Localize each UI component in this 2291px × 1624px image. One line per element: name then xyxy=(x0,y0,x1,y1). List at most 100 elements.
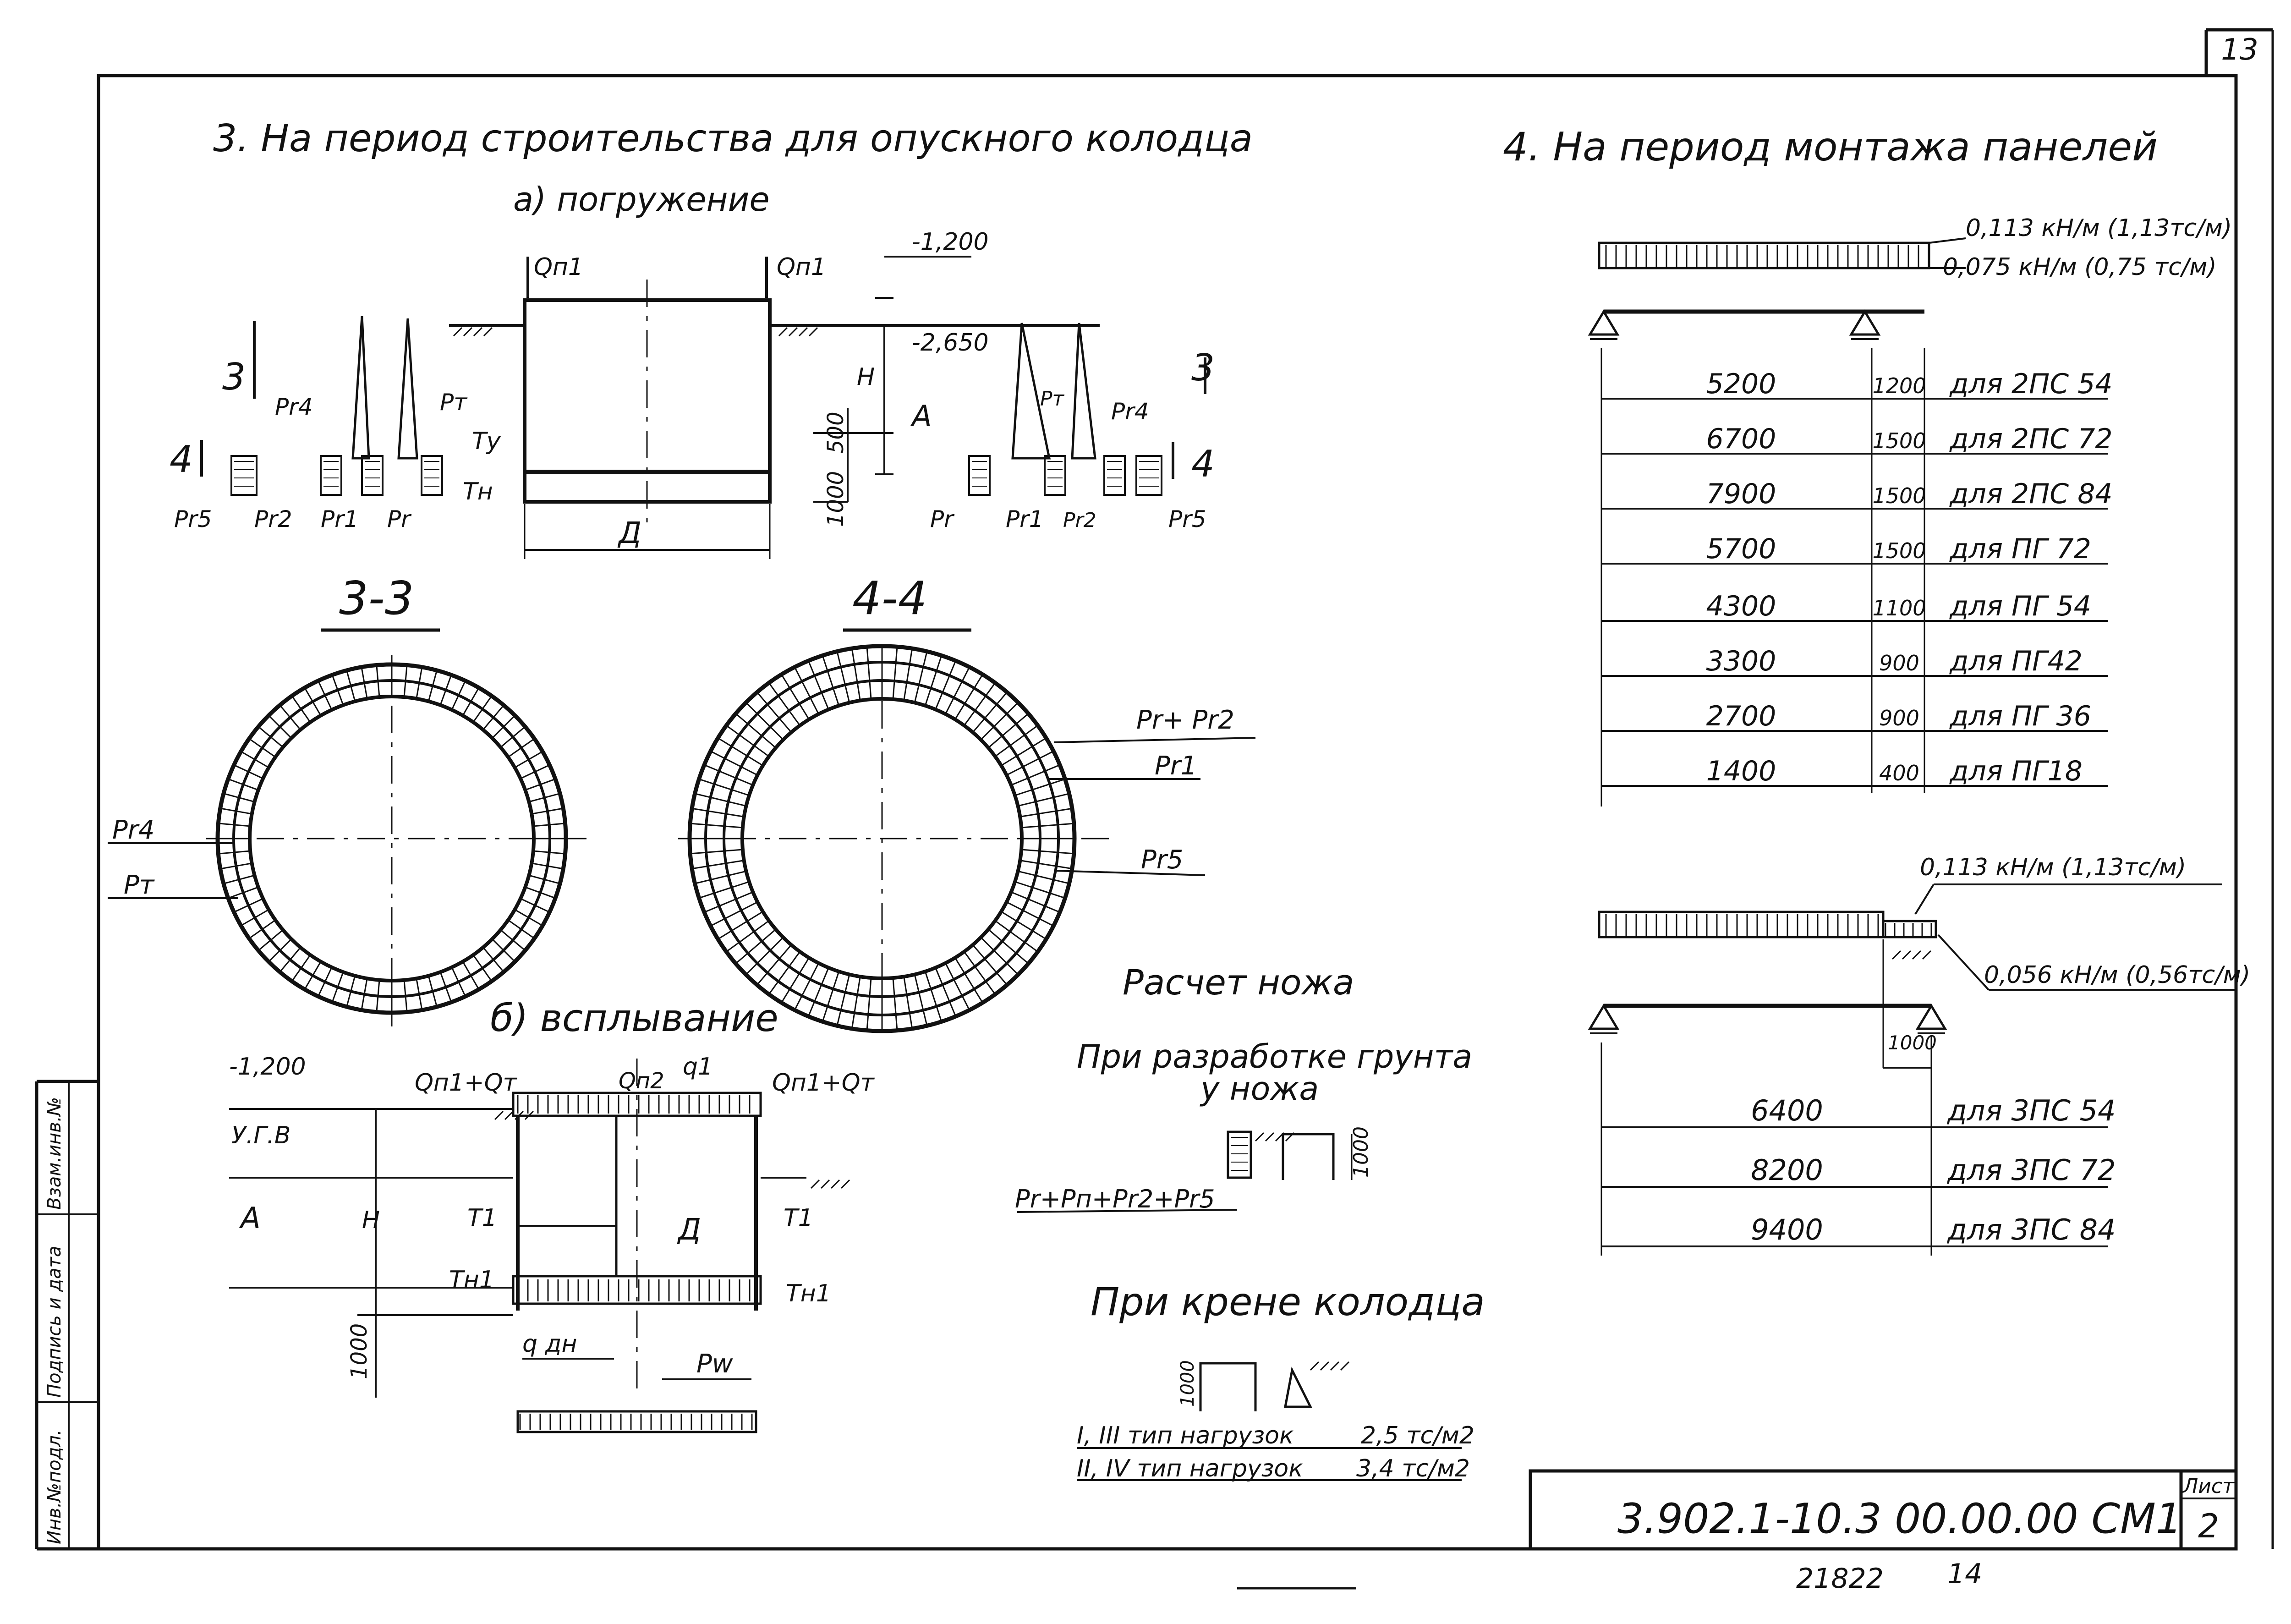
page-number: 13 xyxy=(2221,33,2258,67)
label-500: 500 xyxy=(823,411,849,454)
label-rr5-right: Рr5 xyxy=(1168,506,1206,532)
row-cant: 400 xyxy=(1879,761,1919,785)
floating-labels: -1,200 У.Г.В А Н 1000 Qп1+Qт Qп2 q1 Qп1+… xyxy=(229,1053,875,1379)
cut-3-3-title: 3-3 xyxy=(339,571,414,625)
knife-title: Расчет ножа xyxy=(1123,962,1354,1003)
label-4-4-rr1: Рr1 xyxy=(1155,751,1197,781)
row-for: для ПГ42 xyxy=(1949,645,2083,677)
row-cant: 1200 xyxy=(1872,373,1926,398)
label-rr5-left: Рr5 xyxy=(174,506,212,532)
row-length: 4300 xyxy=(1706,590,1776,622)
label-4-4-rr-rr2: Рr+ Рr2 xyxy=(1136,705,1234,735)
section4-title: 4. На период монтажа панелей xyxy=(1503,124,2158,170)
label-3-3-rt: Рт xyxy=(124,870,155,900)
label-1000: 1000 xyxy=(823,471,849,527)
label-qn1-right: Qп1 xyxy=(777,253,826,281)
label-b-d: Д xyxy=(677,1213,701,1247)
bottom-note-a: 21822 xyxy=(1796,1563,1884,1595)
label-cut4-left: 4 xyxy=(170,438,193,481)
label-b-ugv: У.Г.В xyxy=(231,1122,290,1149)
row-length: 7900 xyxy=(1706,478,1776,510)
label-cut3-left: 3 xyxy=(222,356,246,398)
table-row: 3300 900 для ПГ42 xyxy=(1601,645,2108,677)
bottom-cant: 1000 xyxy=(1888,1031,1937,1054)
bottom-note-b: 14 xyxy=(1947,1558,1982,1590)
label-b-qn1qt-right: Qп1+Qт xyxy=(772,1069,875,1097)
table-row: 9400 для 3ПС 84 xyxy=(1601,1213,2116,1247)
tilt-row1-label: I, III тип нагрузок xyxy=(1077,1422,1294,1449)
table-row: 6400 для 3ПС 54 xyxy=(1601,1094,2116,1128)
label-b-qdn: q дн xyxy=(522,1330,577,1358)
label-rt-left: Рт xyxy=(440,389,468,416)
label-m2650: -2,650 xyxy=(912,329,989,357)
tilt-row2-label: II, IV тип нагрузок xyxy=(1077,1455,1303,1482)
floating-elevation xyxy=(229,1059,806,1433)
row-for: для ПГ 36 xyxy=(1949,700,2091,732)
label-b-1000: 1000 xyxy=(346,1323,372,1379)
row-cant: 1100 xyxy=(1872,596,1926,620)
table-row: 1400 400 для ПГ18 xyxy=(1601,755,2108,787)
label-rr1-left: Рr1 xyxy=(321,506,359,532)
label-b-h: Н xyxy=(362,1207,380,1234)
row-for: для ПГ18 xyxy=(1949,755,2083,787)
row-for: для 2ПС 54 xyxy=(1949,368,2113,400)
row-for: для 2ПС 72 xyxy=(1949,423,2113,455)
table-row: 5200 1200 для 2ПС 54 xyxy=(1601,368,2113,400)
label-rr-right: Рr xyxy=(930,506,955,532)
table-row: 8200 для 3ПС 72 xyxy=(1601,1153,2116,1188)
row-length: 3300 xyxy=(1706,645,1776,677)
table-row: 4300 1100 для ПГ 54 xyxy=(1601,590,2108,622)
row-length: 5700 xyxy=(1706,533,1776,565)
sheet-frame xyxy=(35,28,2274,1590)
label-rr2-left: Рr2 xyxy=(254,506,292,532)
label-rt-right: Рт xyxy=(1040,387,1065,411)
bottom-load-1: 0,113 кН/м (1,13тс/м) xyxy=(1920,854,2186,881)
row-cant: 1500 xyxy=(1872,538,1926,563)
knife-formula: Рr+Рп+Рr2+Рr5 xyxy=(1015,1185,1215,1213)
label-qn1-left: Qп1 xyxy=(534,253,583,281)
sinking-labels: Qп1 Qп1 -1,200 -2,650 А Н 500 1000 Д Ту … xyxy=(170,228,1215,550)
label-rr-left: Рr xyxy=(387,506,412,532)
row-for: для 3ПС 54 xyxy=(1947,1094,2116,1127)
row-for: для ПГ 72 xyxy=(1949,533,2091,565)
table-row: 5700 1500 для ПГ 72 xyxy=(1601,533,2108,565)
label-rr4-left: Рr4 xyxy=(275,394,313,420)
row-cant: 900 xyxy=(1879,651,1919,675)
section-3-3-ring xyxy=(108,655,591,1026)
top-load-2: 0,075 кН/м (0,75 тс/м) xyxy=(1943,253,2217,281)
label-d: Д xyxy=(617,516,641,550)
cut-4-4-title: 4-4 xyxy=(852,571,927,625)
label-ty: Ту xyxy=(472,428,501,455)
row-length: 6400 xyxy=(1751,1094,1823,1127)
stamp-field-2: Подпись и дата xyxy=(44,1246,65,1398)
label-rr2-right: Рr2 xyxy=(1063,509,1096,532)
bottom-load-2: 0,056 кН/м (0,56тс/м) xyxy=(1984,961,2250,989)
label-b-tn1-left: Тн1 xyxy=(449,1266,494,1294)
label-h: Н xyxy=(857,363,875,391)
row-cant: 1500 xyxy=(1872,428,1926,453)
sinking-elevation xyxy=(200,256,1206,559)
knife-dim: 1000 xyxy=(1349,1126,1373,1178)
table-a: 5200 1200 для 2ПС 54 6700 1500 для 2ПС 7… xyxy=(1601,368,2113,787)
table-b: 6400 для 3ПС 54 8200 для 3ПС 72 9400 для… xyxy=(1601,1094,2116,1247)
stamp-field-1: Инв.№подл. xyxy=(44,1429,65,1544)
label-cut4-right: 4 xyxy=(1191,443,1215,485)
label-b-m1200: -1,200 xyxy=(229,1053,306,1081)
label-a: А xyxy=(910,400,932,433)
knife-line1: При разработке грунта xyxy=(1077,1038,1472,1075)
row-length: 2700 xyxy=(1706,700,1776,732)
load-arrows xyxy=(219,245,1932,1430)
top-load-1: 0,113 кН/м (1,13тс/м) xyxy=(1966,214,2232,242)
stamp-field-3: Взам.инв.№ xyxy=(44,1097,65,1210)
label-cut3-right: 3 xyxy=(1191,346,1215,389)
row-cant: 900 xyxy=(1879,706,1919,730)
label-b-t1-left: Т1 xyxy=(467,1204,497,1232)
row-for: для 3ПС 84 xyxy=(1947,1213,2116,1246)
panel-beam-b xyxy=(1588,883,2236,1256)
row-length: 6700 xyxy=(1706,423,1776,455)
row-length: 5200 xyxy=(1706,368,1776,400)
tilt-row2-value: 3,4 тс/м2 xyxy=(1356,1455,1470,1482)
row-length: 1400 xyxy=(1706,755,1776,787)
label-b-qn2: Qп2 xyxy=(619,1068,664,1094)
